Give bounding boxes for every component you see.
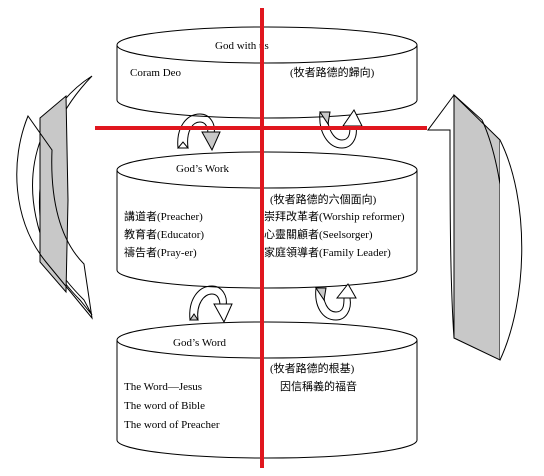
cylinder-bottom-right-header: (牧者路德的根基) xyxy=(270,361,355,375)
cylinder-middle-title: God’s Work xyxy=(176,163,229,175)
cycle-arrow-top-right xyxy=(319,109,363,149)
cylinder-bottom-left-line-1: The word of Bible xyxy=(124,400,205,412)
cycle-arrow-bottom-left xyxy=(189,285,233,324)
cylinder-middle: God’s Work (牧者路德的六個面向) 講道者(Preacher) 教育者… xyxy=(116,151,418,289)
cylinder-middle-right-header: (牧者路德的六個面向) xyxy=(270,192,377,206)
right-cycle-arrow xyxy=(427,93,523,361)
cylinder-top-right-line-0: (牧者路德的歸向) xyxy=(290,65,375,79)
cycle-arrow-bottom-right xyxy=(315,283,357,321)
cylinder-middle-right-line-2: 家庭領導者(Family Leader) xyxy=(264,245,391,259)
cylinder-bottom-left-line-2: The word of Preacher xyxy=(124,419,220,431)
cylinder-top-title: God with us xyxy=(215,40,269,52)
cylinder-middle-right-line-1: 心靈關顧者(Seelsorger) xyxy=(264,227,373,241)
left-cycle-arrow xyxy=(16,75,93,320)
cycle-arrow-top-left xyxy=(176,113,221,152)
cylinder-top: God with us Coram Deo (牧者路德的歸向) xyxy=(116,26,418,119)
cylinder-middle-left-line-2: 禱告者(Pray-er) xyxy=(124,245,197,259)
cylinder-middle-left-line-1: 教育者(Educator) xyxy=(124,227,204,241)
cylinder-bottom-title: God’s Word xyxy=(173,337,226,349)
cylinder-bottom-left-line-0: The Word—Jesus xyxy=(124,381,202,393)
cylinder-bottom-right-line-0: 因信稱義的福音 xyxy=(280,379,357,393)
cylinder-middle-right-line-0: 崇拜改革者(Worship reformer) xyxy=(264,209,405,223)
cylinder-middle-left-line-0: 講道者(Preacher) xyxy=(124,209,203,223)
cylinder-top-left-line-0: Coram Deo xyxy=(130,67,182,79)
cylinder-bottom: God’s Word (牧者路德的根基) 因信稱義的福音 The Word—Je… xyxy=(116,321,418,459)
